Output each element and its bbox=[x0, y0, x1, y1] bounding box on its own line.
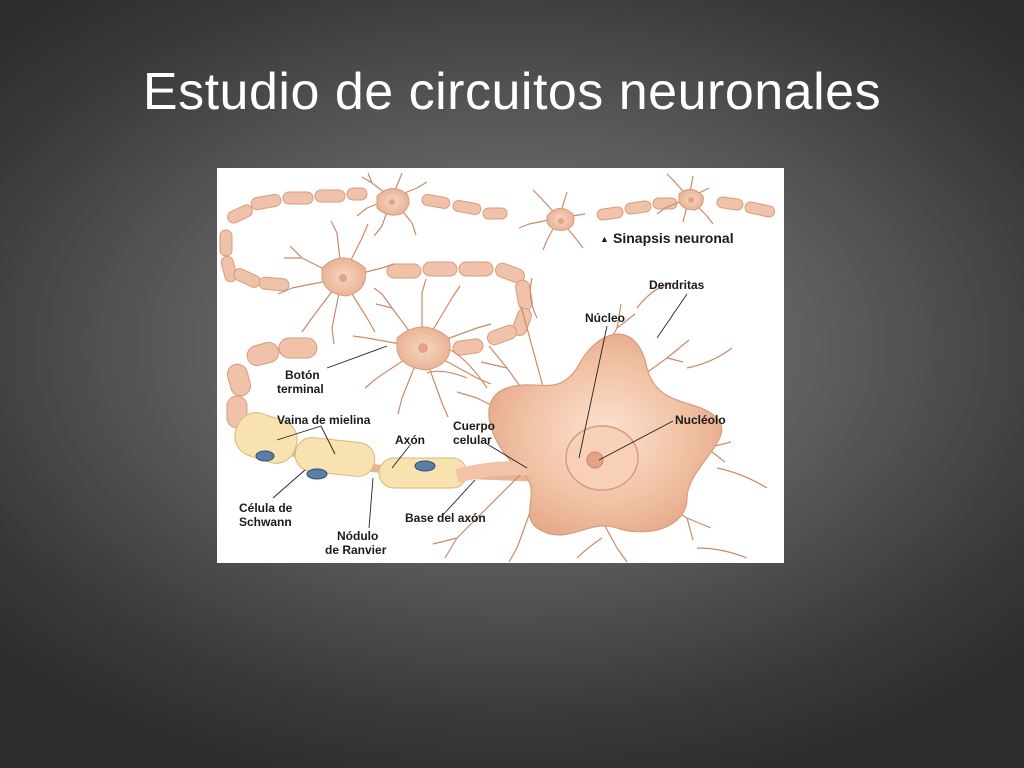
schwann-nucleus bbox=[414, 460, 436, 472]
label-sinapsis: Sinapsis neuronal bbox=[613, 230, 734, 246]
main-axon bbox=[234, 412, 548, 489]
nucleolus bbox=[586, 451, 604, 469]
slide-title: Estudio de circuitos neuronales bbox=[142, 63, 882, 121]
myelin-sheath bbox=[294, 437, 376, 477]
neuron-illustration: ▲ Sinapsis neuronal Dendritas Núcleo Nuc… bbox=[219, 172, 776, 563]
label-axon: Axón bbox=[395, 433, 425, 447]
leader-lines bbox=[272, 293, 688, 529]
label-boton-2: terminal bbox=[277, 382, 324, 396]
label-nucleolo: Nucléolo bbox=[675, 413, 726, 427]
label-celula-1: Célula de bbox=[239, 501, 293, 515]
middle-axon-chain bbox=[386, 261, 533, 356]
label-nodulo-1: Nódulo bbox=[337, 529, 378, 543]
axon-hillock bbox=[455, 461, 528, 483]
label-celula-2: Schwann bbox=[239, 515, 292, 529]
schwann-nucleus bbox=[255, 450, 275, 462]
label-cuerpo-1: Cuerpo bbox=[453, 419, 495, 433]
labels: ▲ Sinapsis neuronal Dendritas Núcleo Nuc… bbox=[239, 230, 734, 557]
triangle-icon: ▲ bbox=[600, 234, 609, 244]
label-dendritas: Dendritas bbox=[649, 278, 705, 292]
top-axon-chain bbox=[219, 187, 776, 292]
schwann-nucleus bbox=[306, 468, 328, 480]
label-nucleo: Núcleo bbox=[585, 311, 625, 325]
label-cuerpo-2: celular bbox=[453, 433, 492, 447]
label-vaina: Vaina de mielina bbox=[277, 413, 371, 427]
label-nodulo-2: de Ranvier bbox=[325, 543, 387, 557]
label-boton-1: Botón bbox=[285, 368, 320, 382]
label-base-axon: Base del axón bbox=[405, 511, 486, 525]
neuron-diagram: ▲ Sinapsis neuronal Dendritas Núcleo Nuc… bbox=[217, 168, 784, 563]
